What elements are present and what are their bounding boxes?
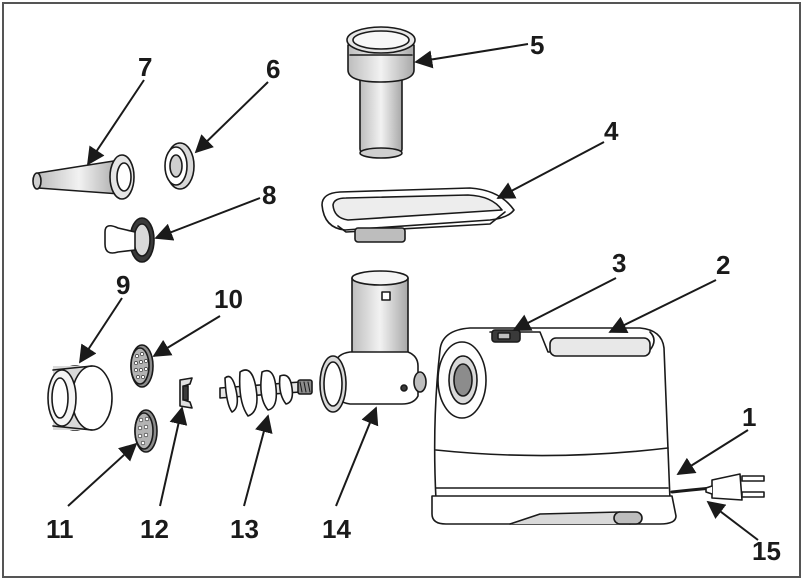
- leader-2: [608, 279, 717, 333]
- part-2-motor-housing: [432, 328, 676, 524]
- part-11-fine-plate: [135, 410, 157, 452]
- leader-6: [194, 81, 269, 154]
- leader-12: [159, 406, 188, 507]
- callout-5: 5: [530, 30, 544, 60]
- leader-13: [243, 414, 273, 507]
- leader-1: [676, 429, 749, 475]
- leader-14: [335, 406, 379, 507]
- part-3-on-off-switch: [492, 330, 520, 342]
- part-8-kubbe-attachment: [105, 218, 154, 262]
- leader-8: [154, 197, 261, 241]
- leader-4: [496, 141, 605, 199]
- part-14-grinder-head: [320, 271, 426, 412]
- callout-1: 1: [742, 402, 756, 432]
- part-9-ring-nut: [48, 366, 112, 430]
- part-15-power-cord: [672, 474, 764, 500]
- leader-11: [67, 442, 138, 507]
- part-6-sausage-adapter: [165, 143, 194, 189]
- callout-6: 6: [266, 54, 280, 84]
- callout-12: 12: [140, 514, 169, 544]
- leader-15: [706, 500, 759, 541]
- callout-3: 3: [612, 248, 626, 278]
- part-4-feeding-tray: [322, 188, 514, 242]
- part-12-cutting-blade: [180, 378, 192, 408]
- callout-15: 15: [752, 536, 781, 566]
- callout-14: 14: [322, 514, 351, 544]
- leader-3: [512, 277, 617, 331]
- callout-11: 11: [46, 514, 74, 544]
- callout-8: 8: [262, 180, 276, 210]
- part-13-auger-screw: [220, 370, 312, 416]
- part-7-sausage-tube: [33, 155, 134, 199]
- callout-2: 2: [716, 250, 730, 280]
- callout-9: 9: [116, 270, 130, 300]
- callout-10: 10: [214, 284, 243, 314]
- part-10-coarse-plate: [131, 345, 153, 387]
- leader-7: [87, 79, 145, 166]
- callout-7: 7: [138, 52, 152, 82]
- leader-10: [152, 315, 221, 357]
- part-5-food-pusher: [347, 27, 415, 158]
- callout-4: 4: [604, 116, 619, 146]
- leader-5: [414, 43, 529, 69]
- leader-9: [79, 297, 123, 364]
- callout-13: 13: [230, 514, 259, 544]
